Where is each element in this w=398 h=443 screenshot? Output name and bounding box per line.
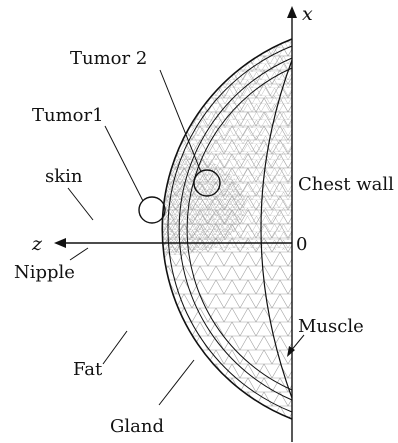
nipple-label: Nipple [14,262,75,283]
skin-label: skin [45,166,83,187]
x-axis-arrow [287,6,297,18]
tumor2-label: Tumor 2 [70,48,147,69]
fat-label: Fat [73,359,103,380]
nipple-leader [70,248,88,260]
tumor1-label: Tumor1 [32,105,104,126]
skin-leader [68,188,93,220]
tumor1-leader [105,126,143,201]
z-axis-arrow [54,238,66,248]
gland-leader [159,360,194,405]
z-axis-label: z [31,233,43,255]
gland-label: Gland [110,416,164,437]
x-axis-label: x [302,3,313,25]
origin-label: 0 [296,234,307,255]
muscle-label: Muscle [298,316,364,337]
fat-leader [103,331,127,364]
chest-wall-label: Chest wall [298,174,394,195]
